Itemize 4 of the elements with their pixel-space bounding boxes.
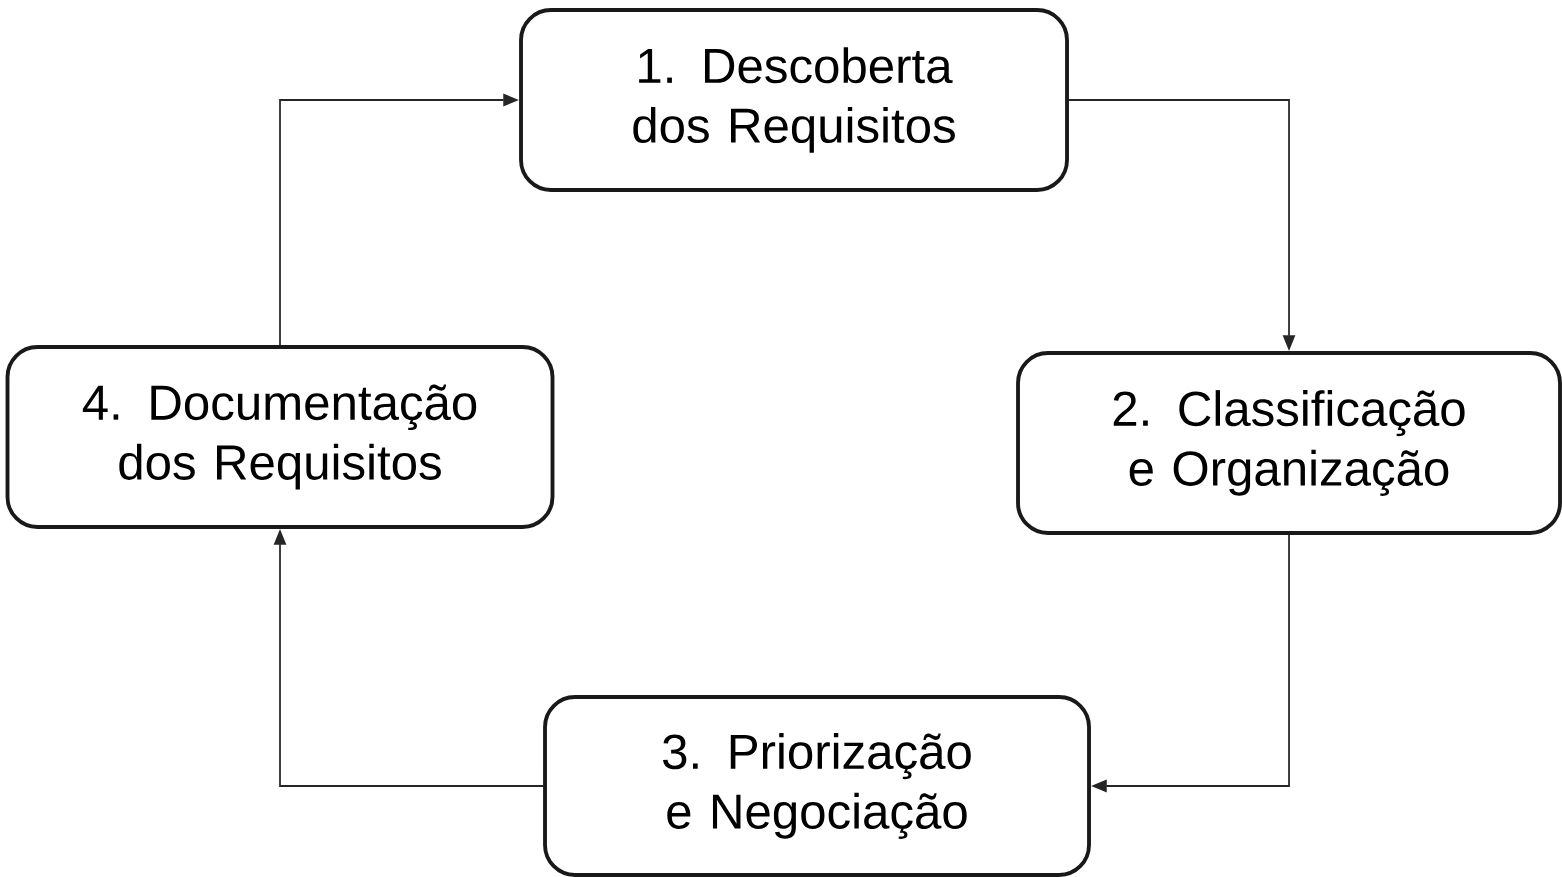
process-box: 1. Descoberta dos Requisitos <box>519 8 1069 192</box>
process-box: 3. Priorização e Negociação <box>543 695 1091 877</box>
process-box: 4. Documentação dos Requisitos <box>5 345 555 529</box>
process-box: 2. Classificação e Organização <box>1016 351 1562 535</box>
